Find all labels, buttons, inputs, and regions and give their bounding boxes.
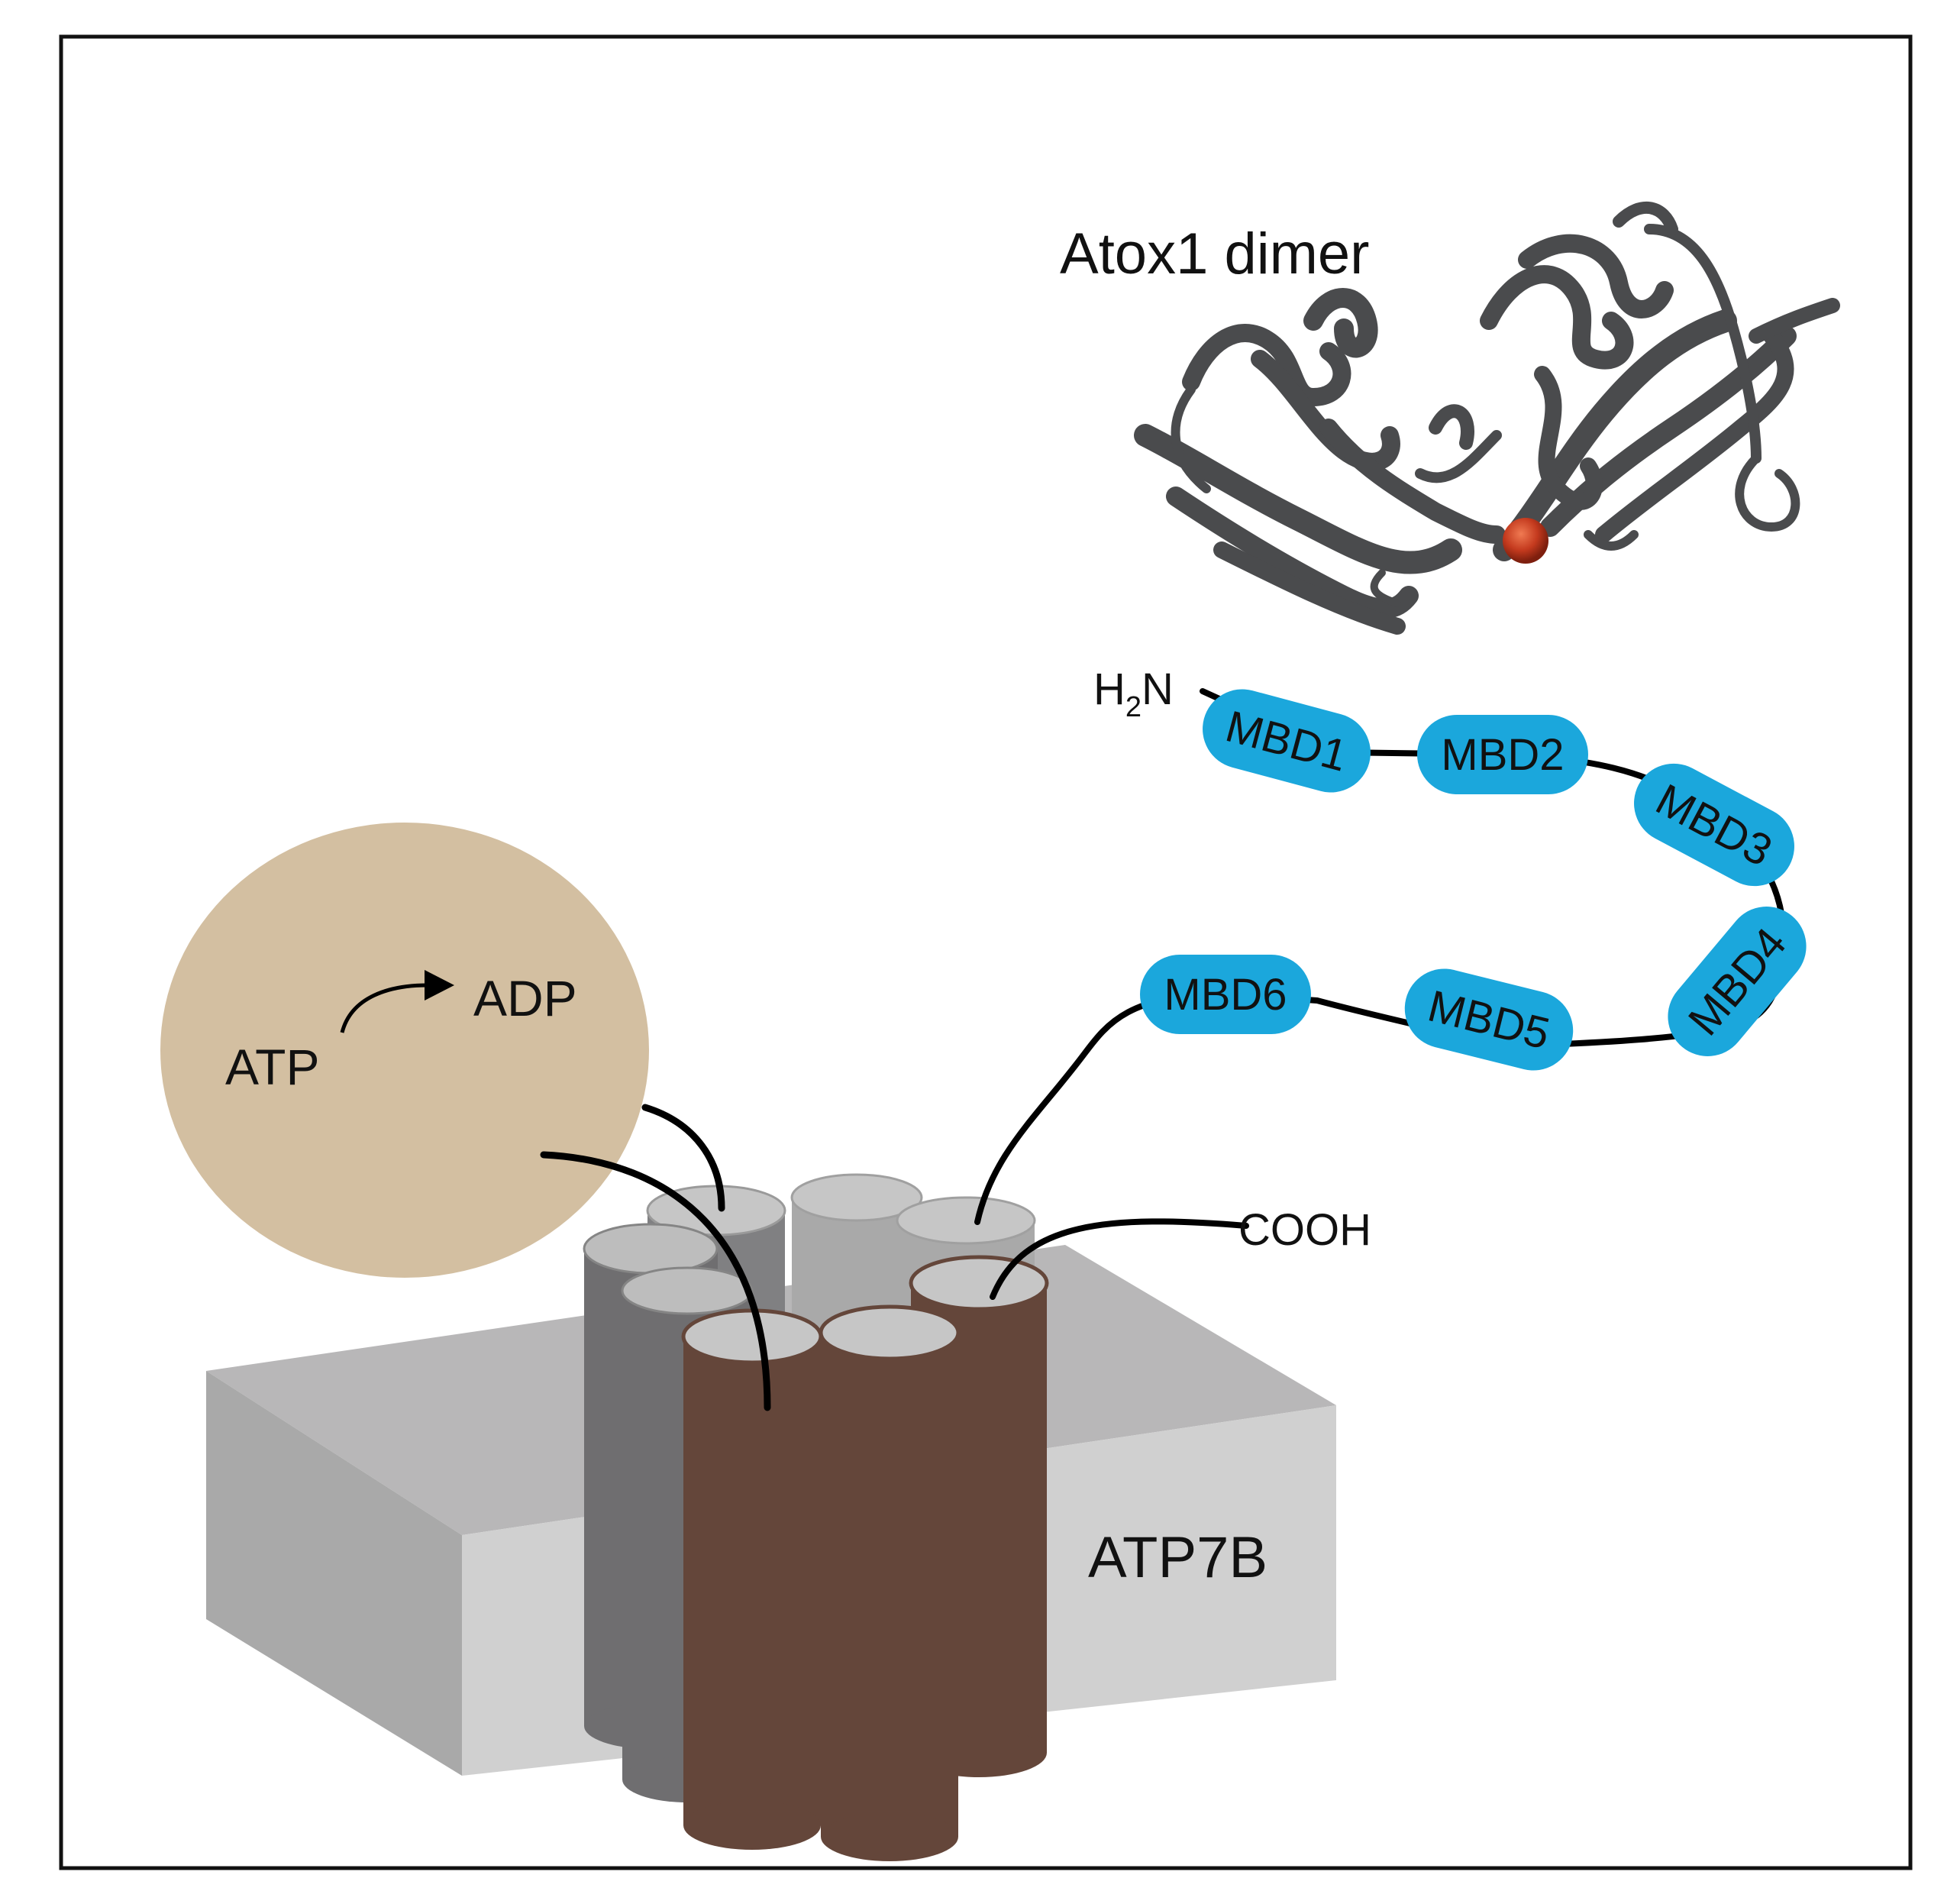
- cooh-label: COOH: [1238, 1205, 1371, 1255]
- helix-brown-left: [681, 1308, 823, 1850]
- membrane-side-face: [206, 1371, 462, 1776]
- nucleotide-binding-domain: [160, 823, 649, 1278]
- atox1-dimer-label: Atox1 dimer: [1060, 221, 1370, 286]
- atp-label: ATP: [225, 1039, 319, 1095]
- atp-adp-arrow: [340, 983, 428, 1033]
- mbd4-domain: MBD4: [1668, 907, 1807, 1056]
- mbd1-domain: MBD1: [1203, 689, 1371, 793]
- mbd6-label: MBD6: [1164, 970, 1287, 1020]
- mbd5-domain: MBD5: [1404, 968, 1574, 1071]
- h2n-label: H2N: [1093, 664, 1174, 723]
- mbd6-domain: MBD6: [1140, 955, 1311, 1034]
- cooh-linker: [990, 1218, 1249, 1300]
- linker-domain-to-helix-2: [540, 1151, 771, 1411]
- atox1-dimer-structure: [1134, 202, 1840, 635]
- helix-brown-center: [819, 1304, 961, 1861]
- linker-domain-to-helix-1: [641, 1104, 725, 1212]
- atp7b-label: ATP7B: [1088, 1525, 1267, 1590]
- mbd2-domain: MBD2: [1417, 715, 1588, 794]
- copper-atom: [1503, 518, 1548, 564]
- atp-adp-arrowhead: [425, 970, 454, 1000]
- figure-frame: [59, 34, 1913, 1870]
- mbd3-domain: MBD3: [1634, 763, 1794, 887]
- mbd2-label: MBD2: [1441, 730, 1564, 780]
- adp-label: ADP: [473, 970, 577, 1026]
